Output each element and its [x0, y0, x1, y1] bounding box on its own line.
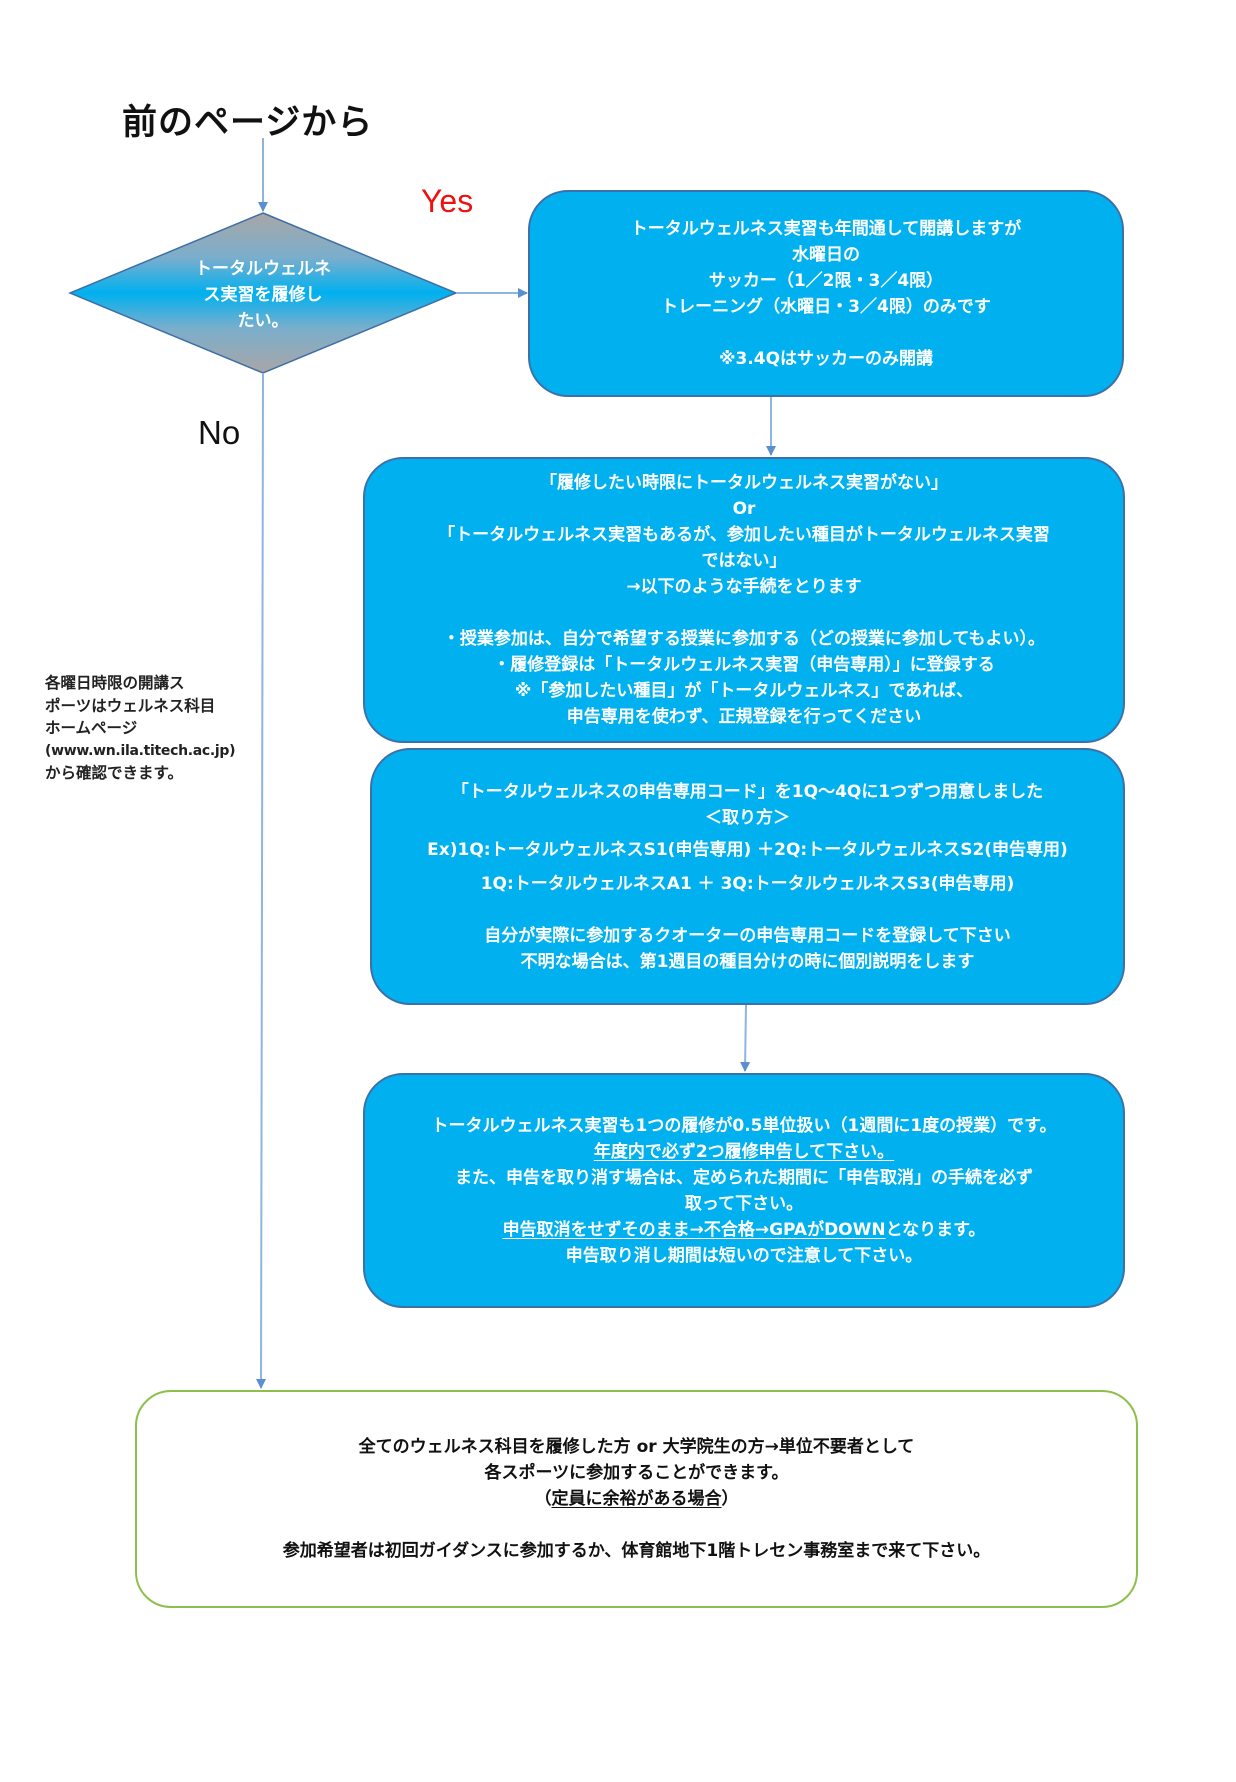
- box-line: 「履修したい時限にトータルウェルネス実習がない」: [540, 473, 948, 493]
- decision-line: トータルウェルネ: [195, 259, 331, 279]
- box-line: →以下のような手続をとります: [626, 577, 862, 597]
- box-line: 参加希望者は初回ガイダンスに参加するか、体育館地下1階トレセン事務室まで来て下さ…: [282, 1541, 991, 1561]
- box-line: ※「参加したい種目」が「トータルウェルネス」であれば、: [514, 681, 974, 701]
- credits-box: トータルウェルネス実習も1つの履修が0.5単位扱い（1週間に1度の授業）です。 …: [363, 1073, 1125, 1308]
- page-title: 前のページから: [122, 103, 374, 143]
- arrow-box3-to-box4: [740, 1004, 751, 1072]
- side-note-url: (www.wn.ila.titech.ac.jp): [45, 742, 236, 759]
- decision-line: たい。: [237, 311, 289, 331]
- box-line: 取って下さい。: [684, 1193, 804, 1214]
- side-note-line: ポーツはウェルネス科目: [45, 696, 216, 715]
- example-line: Ex)1Q:トータルウェルネスS1(申告専用) ＋2Q:トータルウェルネスS2(…: [427, 839, 1068, 860]
- box-line-emphasis: 年度内で必ず2つ履修申告して下さい。: [593, 1141, 895, 1162]
- example-line: 1Q:トータルウェルネスA1 ＋ 3Q:トータルウェルネスS3(申告専用): [480, 873, 1015, 894]
- schedule-box: トータルウェルネス実習も年間通して開講しますが 水曜日の サッカー（1／2限・3…: [528, 190, 1124, 397]
- box-line: 「トータルウェルネス実習もあるが、参加したい種目がトータルウェルネス実習: [438, 525, 1050, 545]
- codes-box: 「トータルウェルネスの申告専用コード」を1Q～4Qに1つずつ用意しました ＜取り…: [370, 748, 1125, 1005]
- no-credit-box: 全てのウェルネス科目を履修した方 or 大学院生の方→単位不要者として 各スポー…: [135, 1390, 1138, 1608]
- decision-line: ス実習を履修し: [203, 285, 323, 305]
- side-note: 各曜日時限の開講ス ポーツはウェルネス科目 ホームページ (www.wn.ila…: [45, 672, 255, 785]
- box-line: 「トータルウェルネスの申告専用コード」を1Q～4Qに1つずつ用意しました: [451, 781, 1044, 802]
- box-line: トータルウェルネス実習も年間通して開講しますが: [630, 218, 1022, 239]
- box-line: 申告取消をせずそのまま→不合格→GPAがDOWNとなります。: [503, 1217, 986, 1243]
- decision-text: トータルウェルネ ス実習を履修し たい。: [163, 256, 363, 334]
- no-label: No: [198, 414, 241, 451]
- side-note-line: から確認できます。: [45, 764, 183, 782]
- side-note-line: 各曜日時限の開講ス: [45, 674, 185, 692]
- box-line: 不明な場合は、第1週目の種目分けの時に個別説明をします: [520, 951, 975, 972]
- box-line: 申告専用を使わず、正規登録を行ってください: [566, 707, 922, 727]
- yes-label: Yes: [421, 183, 474, 219]
- box-line: ではない」: [701, 551, 787, 571]
- box-line-rest: となります。: [885, 1219, 986, 1240]
- box-line-emphasis: 申告取消をせずそのまま→不合格→GPAがDOWN: [502, 1219, 886, 1240]
- box-line: 全てのウェルネス科目を履修した方 or 大学院生の方→単位不要者として: [358, 1437, 915, 1457]
- box-line: ＜取り方＞: [705, 807, 790, 828]
- box-line: Or: [732, 499, 756, 519]
- box-note: ※3.4Qはサッカーのみ開講: [718, 348, 934, 369]
- box-line: サッカー（1／2限・3／4限）: [708, 270, 944, 291]
- paren: （: [534, 1489, 552, 1509]
- side-note-line: ホームページ: [45, 719, 138, 737]
- box-line: 水曜日の: [792, 244, 860, 265]
- box-line-emphasis: 定員に余裕がある場合: [551, 1489, 722, 1509]
- arrow-no: [256, 372, 267, 1389]
- box-line: 申告取り消し期間は短いので注意して下さい。: [565, 1245, 923, 1266]
- box-line: （定員に余裕がある場合）: [535, 1486, 739, 1512]
- procedure-box: 「履修したい時限にトータルウェルネス実習がない」 Or 「トータルウェルネス実習…: [363, 457, 1125, 743]
- box-line: トレーニング（水曜日・3／4限）のみです: [661, 296, 991, 317]
- box-line: ・履修登録は「トータルウェルネス実習（申告専用）」に登録する: [493, 655, 995, 675]
- box-line: また、申告を取り消す場合は、定められた期間に「申告取消」の手続を必ず: [455, 1167, 1033, 1188]
- box-line: 各スポーツに参加することができます。: [484, 1463, 789, 1483]
- paren: ）: [721, 1489, 739, 1509]
- box-line: 自分が実際に参加するクオーターの申告専用コードを登録して下さい: [484, 925, 1011, 946]
- box-line: トータルウェルネス実習も1つの履修が0.5単位扱い（1週間に1度の授業）です。: [431, 1115, 1057, 1136]
- box-line: ・授業参加は、自分で希望する授業に参加する（どの授業に参加してもよい）。: [442, 629, 1046, 649]
